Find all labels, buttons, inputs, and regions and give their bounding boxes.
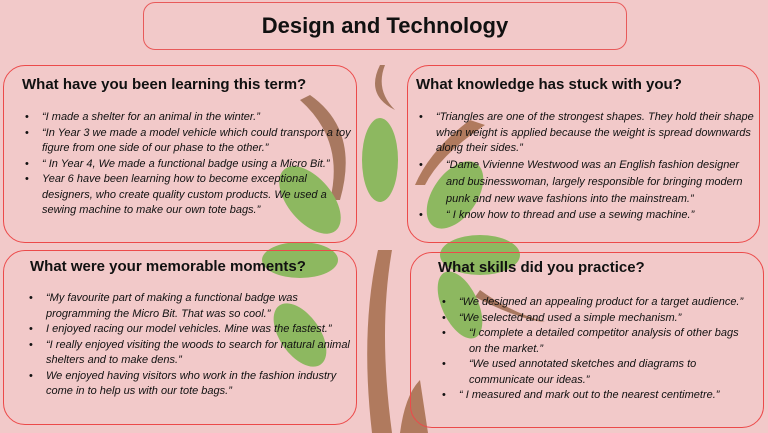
list-item: We enjoyed having visitors who work in t… bbox=[26, 369, 354, 400]
page-title: Design and Technology bbox=[261, 13, 509, 38]
list-item: “In Year 3 we made a model vehicle which… bbox=[22, 126, 352, 157]
leaf bbox=[440, 235, 520, 275]
section-heading: What were your memorable moments? bbox=[30, 258, 306, 275]
title-box: Design and Technology bbox=[143, 2, 627, 50]
trunk bbox=[367, 250, 392, 433]
memorable-moments-section: What were your memorable moments? “My fa… bbox=[3, 250, 357, 425]
list-item: “We used annotated sketches and diagrams… bbox=[439, 357, 749, 388]
leaf bbox=[362, 118, 398, 202]
list-item: “ I know how to thread and use a sewing … bbox=[416, 208, 756, 224]
section-heading: What have you been learning this term? bbox=[22, 76, 307, 93]
list-item: Year 6 have been learning how to become … bbox=[22, 172, 352, 219]
list-item: “I really enjoyed visiting the woods to … bbox=[26, 338, 354, 369]
list-item: I enjoyed racing our model vehicles. Min… bbox=[26, 322, 354, 338]
branch bbox=[375, 65, 395, 110]
learning-section: What have you been learning this term? “… bbox=[3, 65, 357, 243]
list-item: “ I measured and mark out to the nearest… bbox=[439, 388, 749, 404]
skills-section: What skills did you practice? “We design… bbox=[410, 252, 764, 428]
list-item: “Dame Vivienne Westwood was an English f… bbox=[416, 157, 756, 208]
list-item: “I made a shelter for an animal in the w… bbox=[22, 110, 352, 126]
branch bbox=[475, 290, 545, 322]
list-item: “We designed an appealing product for a … bbox=[439, 295, 749, 311]
list-item: “We selected and used a simple mechanism… bbox=[439, 311, 749, 327]
list-item: “ In Year 4, We made a functional badge … bbox=[22, 157, 352, 173]
list-item: “Triangles are one of the strongest shap… bbox=[416, 110, 756, 157]
list-item: “My favourite part of making a functiona… bbox=[26, 291, 354, 322]
leaf bbox=[262, 242, 338, 278]
knowledge-section: What knowledge has stuck with you? “Tria… bbox=[407, 65, 760, 243]
section-heading: What knowledge has stuck with you? bbox=[416, 76, 682, 93]
list-item: “I complete a detailed competitor analys… bbox=[439, 326, 749, 357]
section-heading: What skills did you practice? bbox=[438, 259, 645, 276]
